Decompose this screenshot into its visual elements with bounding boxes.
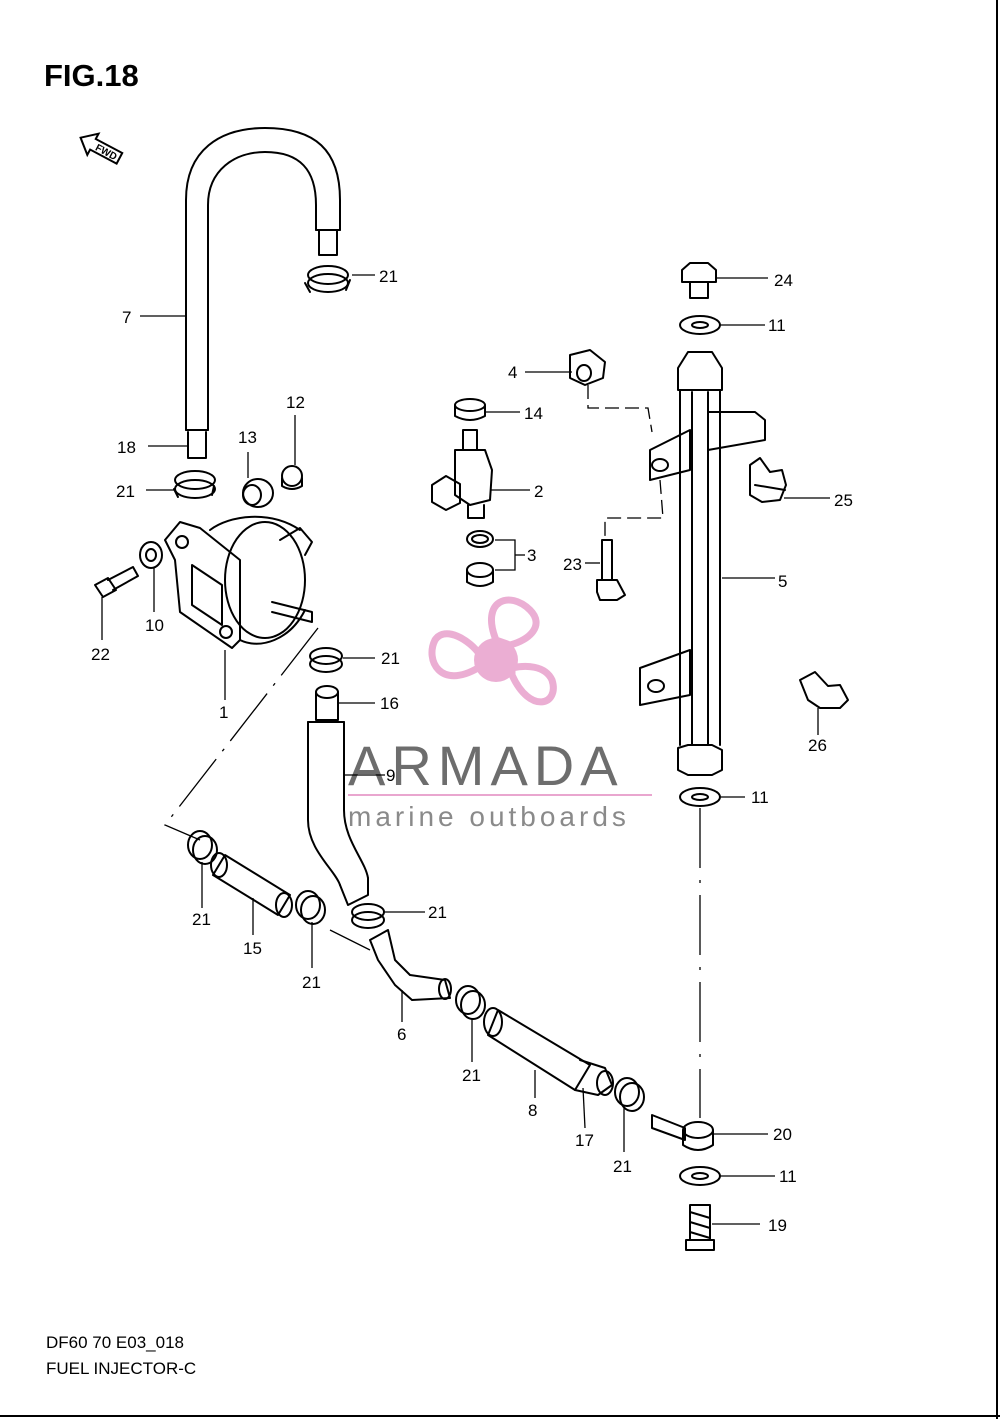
seal-3-lower: [466, 562, 494, 587]
hose-end-18: [187, 431, 207, 459]
callout-1: 1: [219, 703, 228, 722]
callout-25: 25: [834, 491, 853, 510]
watermark-tagline: marine outboards: [348, 801, 630, 832]
callout-labels: 1 2 3 4 5 6 7 8 9 10 11 11 11 12 13 14 1…: [91, 267, 853, 1235]
section-name: FUEL INJECTOR-C: [46, 1359, 197, 1378]
cap-13: [242, 478, 274, 508]
callout-10: 10: [145, 616, 164, 635]
hose-15: [210, 852, 293, 918]
callout-12: 12: [286, 393, 305, 412]
plug-12: [281, 465, 303, 490]
hose-9: [307, 685, 369, 906]
callout-21-mid: 21: [381, 649, 400, 668]
callout-4: 4: [508, 363, 517, 382]
seal-3-upper: [466, 530, 494, 548]
fwd-arrow-icon: FWD: [79, 132, 124, 165]
callout-20: 20: [773, 1125, 792, 1144]
elbow-6: [369, 929, 452, 1001]
callout-23: 23: [563, 555, 582, 574]
callout-21-top: 21: [379, 267, 398, 286]
callout-11-mid: 11: [751, 788, 769, 807]
hose-clip-21-right: [614, 1077, 645, 1112]
armada-logo: [428, 596, 557, 706]
callout-22: 22: [91, 645, 110, 664]
hose-clip-21-lower: [351, 903, 385, 929]
washer-11-mid: [679, 787, 721, 807]
hose-8: [483, 1007, 614, 1096]
hose-clip-21-top: [304, 265, 351, 293]
washer-10: [139, 541, 163, 569]
fwd-label: FWD: [93, 143, 118, 163]
callout-26: 26: [808, 736, 827, 755]
clip-26: [799, 671, 849, 709]
clip-25: [749, 457, 787, 503]
logo-hub: [474, 638, 518, 682]
callout-16: 16: [380, 694, 399, 713]
callout-21-left: 21: [116, 482, 135, 501]
callout-6: 6: [397, 1025, 406, 1044]
callout-3: 3: [527, 546, 536, 565]
callout-18: 18: [117, 438, 136, 457]
callout-21-lower: 21: [428, 903, 447, 922]
figure-title: FIG.18: [44, 58, 139, 93]
callout-14: 14: [524, 404, 543, 423]
bolt-19: [685, 1204, 715, 1251]
watermark-brand: ARMADA: [348, 734, 624, 797]
callout-11-top: 11: [768, 316, 786, 335]
callout-7: 7: [122, 308, 131, 327]
washer-11-bottom: [679, 1166, 721, 1186]
callout-24: 24: [774, 271, 793, 290]
fuel-rail-5: [639, 351, 766, 776]
hose-clip-21-mid: [309, 647, 343, 673]
hose-clip-21-left: [173, 470, 216, 499]
model-code: DF60 70 E03_018: [46, 1333, 184, 1352]
bolt-22: [94, 566, 139, 598]
callout-21-center-left: 21: [302, 973, 321, 992]
ring-14: [454, 398, 486, 421]
fuel-pump-1: [164, 515, 313, 649]
callout-17: 17: [575, 1131, 594, 1150]
banjo-20: [651, 1114, 714, 1151]
callout-2: 2: [534, 482, 543, 501]
callout-21-center: 21: [462, 1066, 481, 1085]
callout-8: 8: [528, 1101, 537, 1120]
callout-13: 13: [238, 428, 257, 447]
washer-11-top: [679, 315, 721, 335]
hose-7: [185, 127, 341, 431]
hose-clip-21-center-left: [295, 890, 326, 925]
connector-lines: [101, 274, 830, 1225]
callout-19: 19: [768, 1216, 787, 1235]
hose-clip-21-lower-left: [187, 830, 218, 865]
hose-clip-21-center: [455, 985, 486, 1020]
bolt-23: [596, 539, 626, 601]
callout-5: 5: [778, 572, 787, 591]
bolt-24: [681, 262, 717, 299]
callout-9: 9: [386, 766, 395, 785]
callout-21-right: 21: [613, 1157, 632, 1176]
callout-15: 15: [243, 939, 262, 958]
callout-21-lower-left: 21: [192, 910, 211, 929]
callout-11-bottom: 11: [779, 1167, 797, 1186]
cap-4: [569, 349, 606, 386]
injector-2: [431, 429, 493, 519]
